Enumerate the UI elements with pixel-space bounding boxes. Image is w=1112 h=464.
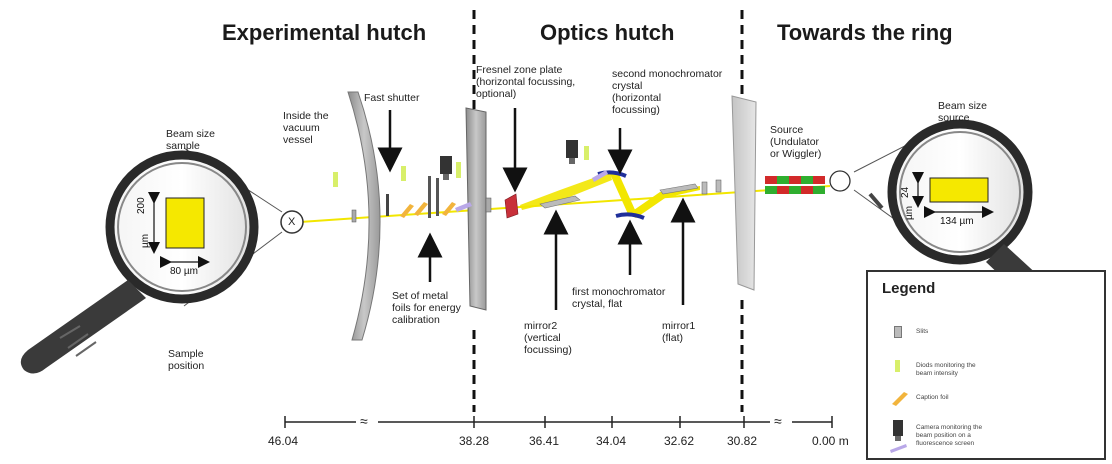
sample-height-number: 200 [136, 197, 147, 214]
tick-label: 36.41 [529, 434, 560, 448]
label-first-mono: first monochromator crystal, flat [572, 286, 666, 310]
legend: Legend Slits Diods monitoring the beam i… [866, 270, 1106, 460]
sample-width-value: 80 µm [170, 266, 198, 277]
header-towards-ring: Towards the ring [777, 20, 953, 45]
header-experimental-hutch: Experimental hutch [222, 20, 427, 45]
label-metal-foils: Set of metal foils for energy calibratio… [392, 290, 461, 326]
legend-diode-icon [895, 360, 900, 372]
source-height-value: 24 [900, 187, 911, 198]
label-sample-position: Sample position [168, 348, 205, 372]
axis-break-1: ≈ [360, 413, 368, 429]
label-mirror2: mirror2 (vertical focussing) [524, 320, 572, 356]
mirror1 [659, 183, 699, 195]
legend-camera-icon [890, 420, 907, 453]
tick-label: 32.62 [664, 434, 695, 448]
undulator [765, 176, 825, 194]
legend-item-diode: Diods monitoring the beam intensity [916, 362, 976, 377]
beam-cone-1 [520, 172, 612, 210]
slit-3 [701, 181, 708, 195]
caption-foil-purple-2 [592, 170, 608, 182]
header-optics-hutch: Optics hutch [540, 20, 675, 45]
slit-2 [485, 197, 492, 213]
label-fast-shutter: Fast shutter [364, 92, 420, 104]
camera-left [440, 156, 452, 174]
label-mirror1: mirror1 (flat) [662, 320, 696, 344]
source-height-number: 24 [900, 186, 911, 198]
tick-label: 30.82 [727, 434, 758, 448]
metal-foil-holder-2 [436, 178, 439, 216]
source-marker [829, 170, 851, 192]
slit-1 [351, 209, 357, 223]
source-width-value: 134 µm [940, 216, 974, 227]
foil-2 [414, 202, 428, 216]
foil-3 [442, 202, 456, 216]
label-second-mono: second monochromator crystal (horizontal… [612, 68, 723, 116]
shield-wall-experimental [465, 107, 487, 311]
beam-cone-3 [628, 192, 668, 218]
shield-wall-ring [731, 95, 757, 291]
legend-item-foil: Caption foil [916, 394, 949, 401]
magnifier-sample-icon [20, 147, 283, 374]
source-width-unit: µm [959, 216, 974, 227]
diode-3 [456, 162, 461, 178]
sample-marker [280, 210, 304, 234]
source-height-unit: µm [904, 205, 915, 220]
slit-4 [715, 179, 722, 193]
vacuum-vessel-wall [347, 91, 381, 341]
label-fresnel: Fresnel zone plate (horizontal focussing… [476, 64, 576, 100]
first-mono-crystal [615, 212, 645, 220]
legend-item-camera: Camera monitoring the beam position on a… [916, 424, 983, 447]
legend-foil-icon [892, 392, 908, 406]
legend-slits-icon [894, 326, 902, 338]
metal-foil-holder [428, 176, 431, 218]
legend-title: Legend [882, 280, 936, 297]
sample-width-number: 80 [170, 266, 182, 277]
sample-x-label: X [288, 216, 296, 228]
diode-1 [333, 172, 338, 187]
fresnel-zone-plate [504, 193, 519, 219]
legend-item-slits: Slits [916, 328, 929, 335]
mirror2 [539, 195, 581, 209]
diode-4 [584, 146, 589, 160]
label-inside-vessel: Inside the vacuum vessel [283, 110, 329, 146]
source-width-number: 134 [940, 216, 957, 227]
fast-shutter [386, 194, 389, 216]
label-beam-size-sample: Beam size sample [166, 128, 216, 152]
tick-label: 38.28 [459, 434, 490, 448]
caption-foil-purple [455, 202, 472, 212]
label-source: Source (Undulator or Wiggler) [770, 124, 822, 160]
axis-break-2: ≈ [774, 413, 782, 429]
label-beam-size-source: Beam size source [938, 100, 988, 124]
sample-height-value: 200 [136, 197, 147, 214]
sample-height-unit: µm [140, 233, 151, 248]
foil-1 [400, 204, 414, 218]
diode-2 [401, 166, 406, 181]
beam-cone-2 [610, 172, 636, 214]
sample-width-unit: µm [183, 266, 198, 277]
tick-label: 0.00 m [812, 434, 849, 448]
tick-label: 46.04 [268, 434, 299, 448]
camera-middle [566, 140, 578, 158]
tick-label: 34.04 [596, 434, 627, 448]
